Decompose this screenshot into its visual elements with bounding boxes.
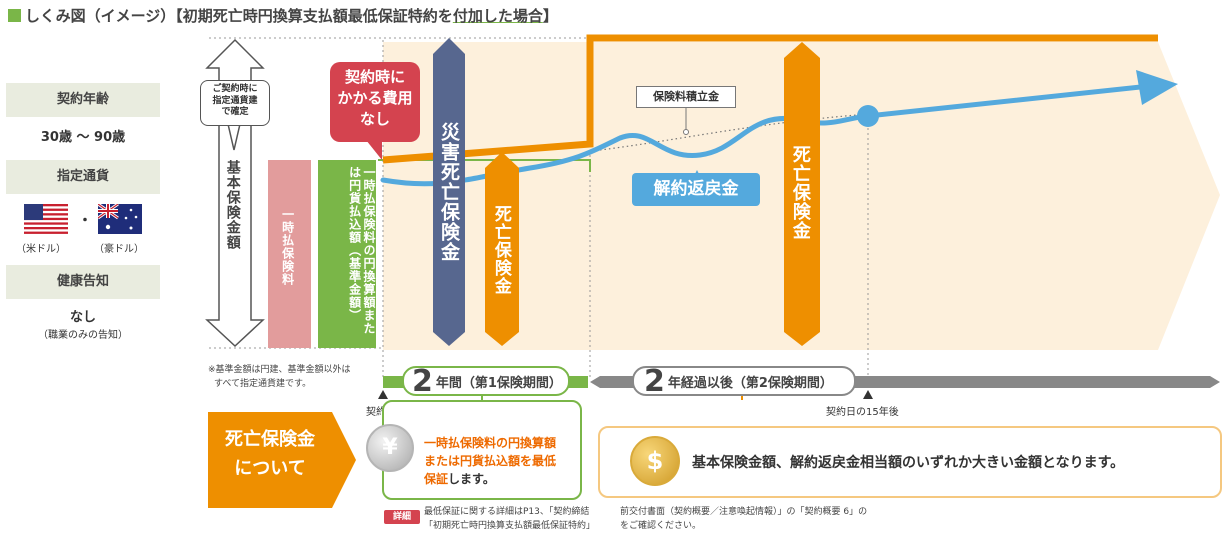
dollar-coin-icon: $ <box>630 436 680 486</box>
lump-premium-label: 一時払保険料 <box>280 208 295 286</box>
footnote-line1: ※基準金額は円建、基準金額以外は <box>208 365 351 375</box>
end-date-label: 契約日の15年後 <box>826 407 899 418</box>
detail-line1: 最低保証に関する詳細はP13、「契約締結 <box>424 507 590 517</box>
reserve-label: 保険料積立金 <box>636 86 736 108</box>
fifteen-year-point <box>857 105 879 127</box>
benefit-rule-box <box>598 426 1222 498</box>
heading-line2: について <box>234 457 306 479</box>
death-benefit-heading-shape <box>208 412 356 508</box>
title-underline: 付加した場合 <box>452 7 543 25</box>
min-guarantee-text: 一時払保険料の円換算額 または円貨払込額を最低 保証します。 <box>424 434 556 488</box>
surrender-arrowhead-icon <box>1136 70 1178 105</box>
age-value: 30歳 〜 90歳 <box>40 130 126 145</box>
death-benefit-bar-1 <box>485 152 519 346</box>
currency-flags: ・ （米ドル） （豪ドル） <box>6 196 160 262</box>
page-title: しくみ図（イメージ）【初期死亡時円換算支払額最低保証特約を付加した場合】 <box>8 5 558 26</box>
us-flag-icon <box>24 204 68 234</box>
yen-conversion-label: 一時払保険料の円換算額または円貨払込額（基準金額） <box>347 166 376 335</box>
disaster-benefit-bar <box>433 38 465 346</box>
health-note: （職業のみの告知） <box>38 330 128 341</box>
box1-line3: 保証 <box>424 472 449 486</box>
cost-callout-tail <box>366 140 382 160</box>
diagram-canvas <box>205 34 1220 400</box>
disaster-benefit-label: 災害死亡保険金 <box>437 122 460 262</box>
death-benefit-label-1: 死亡保険金 <box>490 205 511 295</box>
box1-line2: または円貨払込額を最低 <box>424 454 557 468</box>
period1-number: 2 <box>412 363 433 399</box>
lump-premium-bar <box>268 160 311 348</box>
yen-coin-icon: ¥ <box>366 424 414 472</box>
start-marker-icon <box>378 390 388 399</box>
death-benefit-heading: 死亡保険金 について <box>208 426 332 484</box>
au-flag-icon <box>98 204 142 234</box>
basic-note-line3: で確定 <box>221 107 249 118</box>
cost-line2: かかる費用 <box>337 89 413 107</box>
title-end: 】 <box>542 7 558 25</box>
cost-line3: なし <box>359 110 390 128</box>
min-guarantee-box <box>382 400 582 500</box>
detail-line4: をご確認ください。 <box>620 521 702 531</box>
basic-note-callout: ご契約時に 指定通貨建 で確定 <box>200 80 270 126</box>
box1-line1: 一時払保険料の円換算額 <box>424 436 557 450</box>
start-date-label: 契約日 <box>366 407 396 418</box>
death-benefit-bar-2 <box>784 42 820 346</box>
basic-note-line1: ご契約時に <box>212 84 258 94</box>
health-header: 健康告知 <box>6 265 160 299</box>
cost-callout: 契約時に かかる費用 なし <box>330 62 420 142</box>
period1-text: 年間（第1保険期間） <box>435 375 562 391</box>
death-benefit-line <box>382 34 1158 164</box>
detail-tag: 詳細 <box>384 510 420 524</box>
currency-header: 指定通貨 <box>6 160 160 194</box>
currency-aud: （豪ドル） <box>94 244 144 255</box>
heading-line1: 死亡保険金 <box>225 429 315 450</box>
basic-note-line2: 指定通貨建 <box>212 95 258 106</box>
footnote-line2: すべて指定通貨建です。 <box>214 379 312 389</box>
health-value: なし <box>69 310 96 325</box>
period2-number: 2 <box>644 363 665 399</box>
yen-conversion-bar <box>318 160 376 348</box>
benefit-rule-text: 基本保険金額、解約返戻金相当額のいずれか大きい金額となります。 <box>692 455 1125 471</box>
end-marker-icon <box>863 390 873 399</box>
detail-line3: 前交付書面（契約概要／注意喚起情報）」の「契約概要 6」の <box>620 507 868 517</box>
death-benefit-label-2: 死亡保険金 <box>789 145 811 240</box>
title-square-icon <box>8 9 21 22</box>
cost-line1: 契約時に <box>344 68 405 86</box>
box1-tail: します。 <box>448 472 495 486</box>
currency-dot: ・ <box>78 213 92 229</box>
reserve-dot <box>683 129 689 135</box>
currency-usd: （米ドル） <box>16 244 66 255</box>
age-header: 契約年齢 <box>6 83 160 117</box>
period2-text: 年経過以後（第2保険期間） <box>667 375 833 391</box>
basic-amount-label: 基本保険金額 <box>224 160 241 250</box>
title-main: しくみ図（イメージ）【初期死亡時円換算支払額最低保証特約を <box>25 7 453 25</box>
detail-line2: 「初期死亡時円換算支払額最低保証特約」 <box>424 521 596 531</box>
surrender-label: 解約返戻金 <box>632 173 760 206</box>
